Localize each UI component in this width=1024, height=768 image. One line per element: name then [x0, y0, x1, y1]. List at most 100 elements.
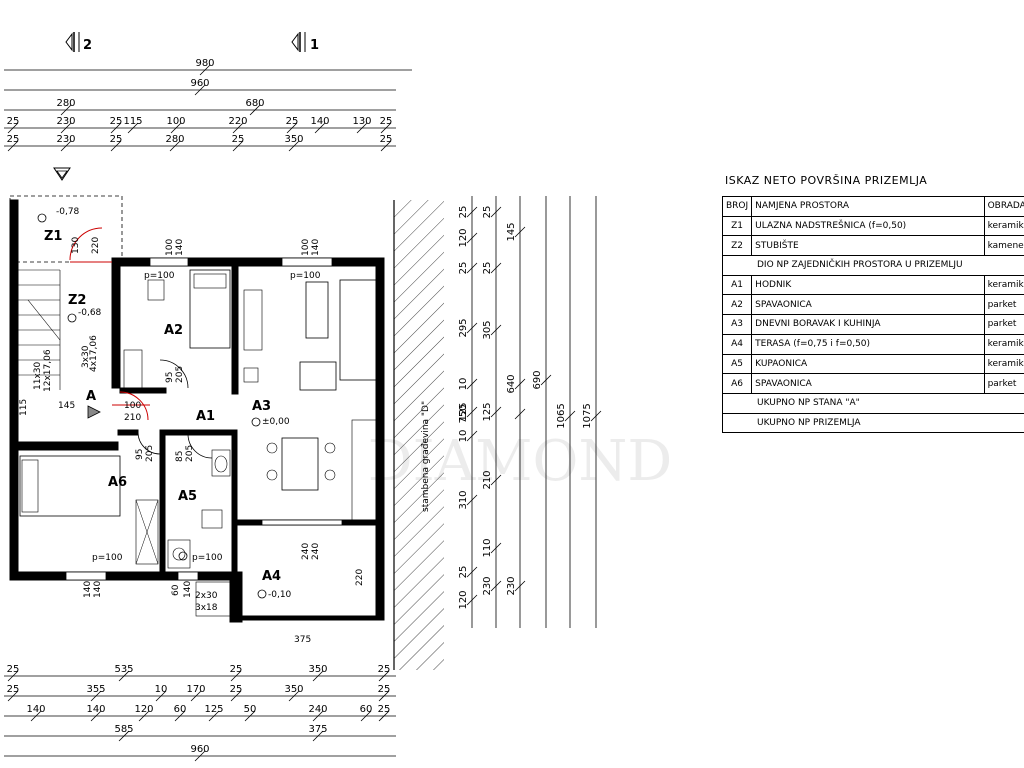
dimension-label: 960	[190, 744, 209, 755]
dimension-tick	[30, 710, 42, 722]
dimension-tick	[466, 494, 478, 506]
dimension-tick	[288, 140, 300, 152]
plan-annotations: p=100 11x30 12x17,06 3x30 4x17,06 2x30 3…	[19, 237, 365, 645]
table-cell-code: A4	[722, 333, 753, 355]
table-cell-name: UKUPNO NP PRIZEMLJA	[722, 412, 1024, 434]
svg-text:210: 210	[124, 413, 141, 423]
dimension-label: 350	[308, 664, 327, 675]
room-code-z1: Z1	[44, 229, 62, 244]
room-code-a2: A2	[164, 323, 183, 338]
dimension-label: 25	[378, 704, 391, 715]
dimension-label: 375	[308, 724, 327, 735]
dimension-tick	[314, 122, 326, 134]
svg-text:130: 130	[71, 237, 81, 254]
svg-text:100: 100	[301, 239, 311, 256]
table-cell-finish: keramika	[983, 274, 1024, 296]
dimension-tick	[232, 140, 244, 152]
dimension-tick	[118, 730, 130, 742]
table-cell-code: A3	[722, 314, 753, 335]
dimension-tick	[60, 122, 72, 134]
svg-text:140: 140	[311, 239, 321, 256]
svg-text:205: 205	[145, 445, 155, 462]
dimension-tick	[7, 670, 19, 682]
dimension-label: 680	[245, 98, 264, 109]
svg-text:2x30: 2x30	[195, 591, 218, 601]
dimension-label: 140	[310, 116, 329, 127]
svg-text:100: 100	[124, 401, 141, 411]
dimension-tick	[380, 140, 392, 152]
dimension-tick	[466, 206, 478, 218]
dimension-label: 1065	[556, 403, 567, 428]
svg-text:2: 2	[83, 38, 92, 53]
table-cell-finish: kamene	[983, 235, 1024, 257]
table-row: A5KUPAONICAkeramika	[722, 353, 1024, 375]
dimension-label: 690	[532, 370, 543, 389]
room-code-a1: A1	[196, 409, 215, 424]
table-cell-finish: keramika	[983, 353, 1024, 375]
dimension-label: 295	[458, 318, 469, 337]
table-cell-name: DIO NP ZAJEDNIČKIH PROSTORA U PRIZEMLJU	[722, 255, 1024, 276]
dimension-tick	[490, 406, 502, 418]
room-code-a: A	[86, 389, 96, 404]
dimension-label: 145	[506, 222, 517, 241]
dimension-label: 640	[506, 374, 517, 393]
dimension-label: 1075	[582, 403, 593, 428]
dimension-label: 280	[165, 134, 184, 145]
svg-text:220: 220	[91, 237, 101, 254]
table-cell-code: A1	[722, 274, 753, 296]
dimension-label: 25	[7, 664, 20, 675]
room-code-a3: A3	[252, 399, 271, 414]
level-markers	[37, 213, 267, 599]
dimension-tick	[249, 104, 261, 116]
dimension-tick	[90, 690, 102, 702]
dimension-label: 230	[56, 116, 75, 127]
svg-text:205: 205	[185, 445, 195, 462]
dimension-tick	[378, 690, 390, 702]
dimension-label: 230	[506, 576, 517, 595]
dimension-tick	[286, 122, 298, 134]
dimension-tick	[110, 122, 122, 134]
dimension-tick	[7, 690, 19, 702]
dimension-label: 25	[482, 262, 493, 275]
dimension-label: 25	[110, 116, 123, 127]
dimension-label: 25	[482, 206, 493, 219]
table-row: A1HODNIKkeramika	[722, 274, 1024, 296]
svg-text:145: 145	[58, 401, 75, 411]
section-marker-1: 1	[291, 32, 319, 53]
dimension-tick	[190, 690, 202, 702]
dimension-label: 25	[378, 684, 391, 695]
right-dimensions	[466, 196, 602, 628]
dimension-label: 120	[458, 590, 469, 609]
dimension-label: 25	[7, 116, 20, 127]
dimension-tick	[380, 122, 392, 134]
dimension-label: 10	[155, 684, 168, 695]
dimension-label: 585	[114, 724, 133, 735]
svg-text:240: 240	[301, 543, 311, 560]
dimension-label: 170	[186, 684, 205, 695]
dimension-tick	[288, 690, 300, 702]
dimension-label: 60	[174, 704, 187, 715]
dimension-tick	[490, 580, 502, 592]
dimension-label: 130	[352, 116, 371, 127]
dimension-label: 210	[482, 470, 493, 489]
dimension-tick	[60, 140, 72, 152]
svg-text:240: 240	[311, 543, 321, 560]
dimension-tick	[232, 122, 244, 134]
dimension-label: 140	[26, 704, 45, 715]
header-code: BROJ	[722, 196, 753, 217]
dimension-tick	[490, 206, 502, 218]
dimension-label: 100	[166, 116, 185, 127]
room-level-a3: ±0,00	[262, 417, 290, 427]
dimension-label: 25	[378, 664, 391, 675]
dimension-label: 220	[228, 116, 247, 127]
dimension-label: 125	[458, 402, 469, 421]
header-name: NAMJENA PROSTORA	[751, 196, 985, 217]
dimension-tick	[118, 670, 130, 682]
dimension-label: 25	[380, 134, 393, 145]
dimension-tick	[170, 122, 182, 134]
dimension-label: 10	[458, 378, 469, 391]
dimension-tick	[90, 710, 102, 722]
